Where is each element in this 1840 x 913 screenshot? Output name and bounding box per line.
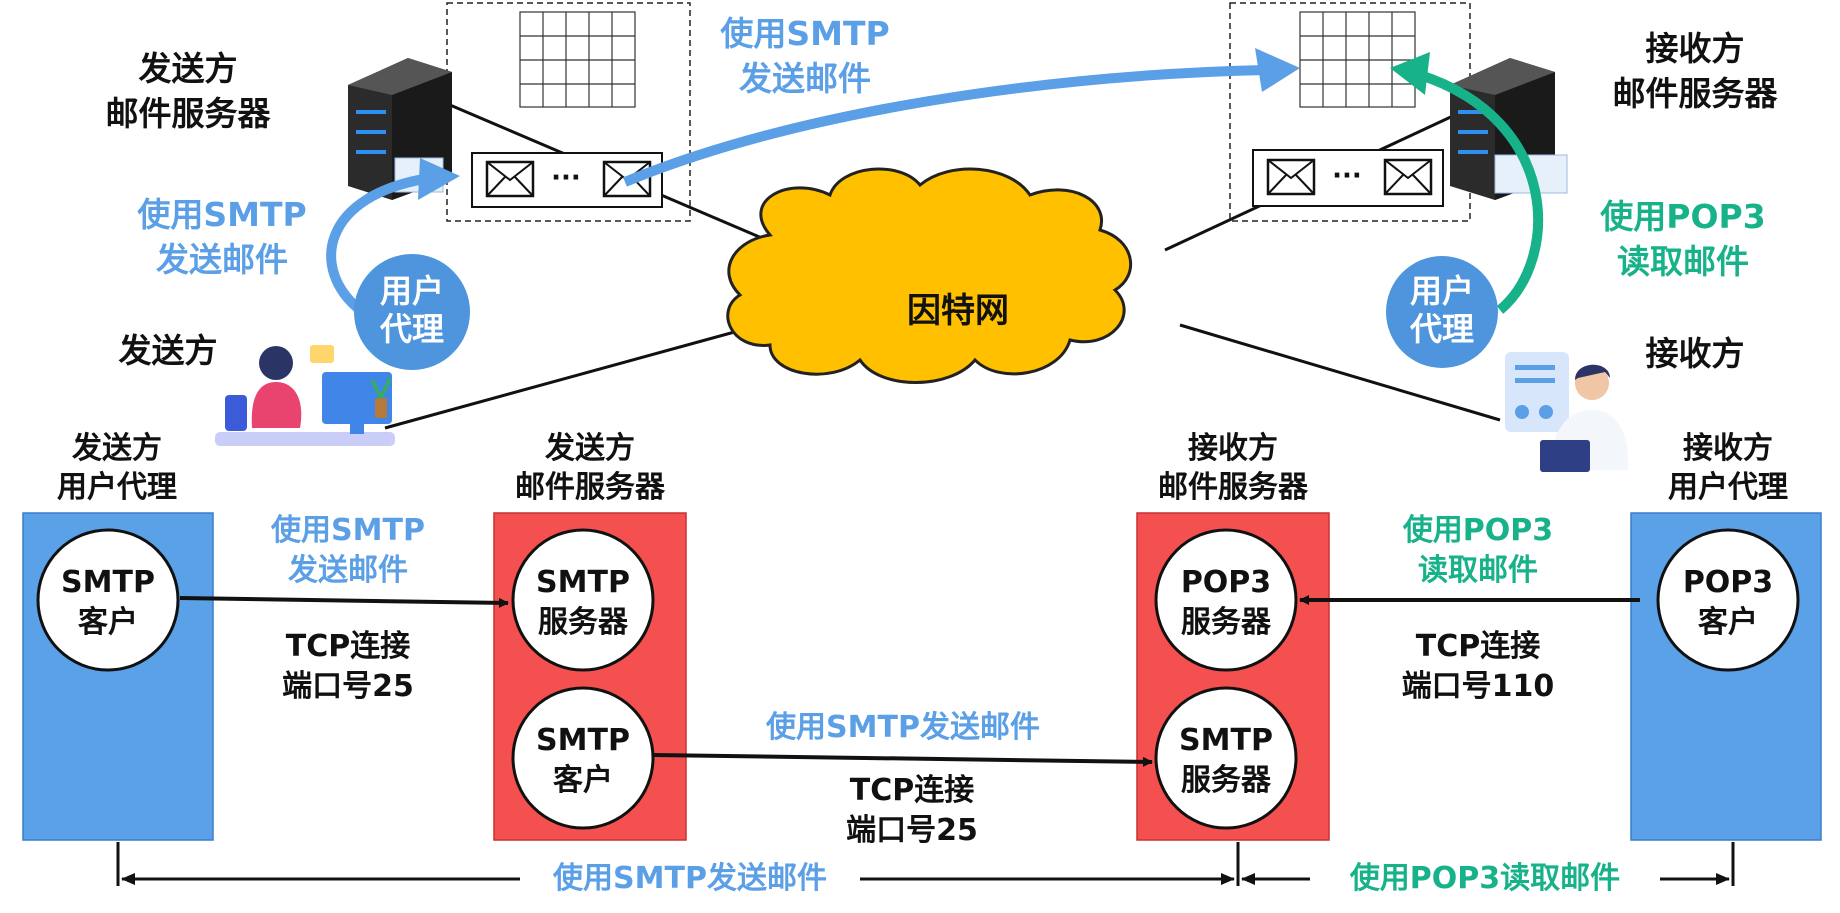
- arc-pop3-read: [1418, 70, 1544, 314]
- arc-smtp-agent-to-server: [326, 173, 431, 314]
- receiver-server-box: [1229, 2, 1471, 222]
- link3-top-1: 使用POP3: [1402, 513, 1553, 548]
- smtp-server-2-line2: 服务器: [1181, 763, 1272, 798]
- bottom-receiver-server-title-1: 接收方: [1188, 431, 1278, 466]
- user-agent-sender-line1: 用户: [380, 272, 444, 310]
- link1-bottom-1: TCP连接: [286, 629, 410, 664]
- link2-bottom-2: 端口号25: [846, 813, 978, 848]
- envelope-icon: [485, 160, 535, 198]
- envelope-icon: [1266, 158, 1316, 196]
- sender-storage-grid: [519, 11, 636, 108]
- bottom-sender-server-title-1: 发送方: [544, 431, 635, 466]
- bottom-receiver-ua-title-1: 接收方: [1683, 431, 1773, 466]
- mailbox-ellipsis: ···: [1332, 161, 1362, 191]
- link3-top-2: 读取邮件: [1418, 553, 1538, 588]
- smtp-server-1-line1: SMTP: [536, 565, 630, 600]
- right-pop3-read-1: 使用POP3: [1600, 197, 1765, 236]
- link1-top-2: 发送邮件: [287, 553, 408, 588]
- pop3-server-node: POP3 服务器: [1154, 528, 1298, 672]
- pop3-client-node: POP3 客户: [1656, 528, 1800, 672]
- smtp-server-1-line2: 服务器: [538, 605, 629, 640]
- top-smtp-send-2: 发送邮件: [739, 59, 871, 98]
- smtp-client-1-line2: 客户: [78, 605, 138, 640]
- link3-bottom-1: TCP连接: [1416, 629, 1540, 664]
- smtp-client-1-line1: SMTP: [61, 565, 155, 600]
- user-agent-receiver-line1: 用户: [1410, 272, 1474, 310]
- pop3-server-line1: POP3: [1181, 565, 1271, 600]
- bottom-sender-ua-title-1: 发送方: [71, 431, 162, 466]
- user-agent-receiver-line2: 代理: [1409, 310, 1474, 348]
- queue-ellipsis: ···: [551, 163, 581, 193]
- sender-person-illustration: [215, 345, 395, 446]
- user-agent-receiver-circle: [1386, 256, 1498, 368]
- line-sender-to-internet: [384, 323, 761, 430]
- link1-top-1: 使用SMTP: [270, 513, 425, 548]
- smtp-server-2-line1: SMTP: [1179, 723, 1273, 758]
- top-receiver-server-label-2: 邮件服务器: [1613, 74, 1779, 113]
- internet-cloud: [726, 167, 1132, 384]
- top-sender-label: 发送方: [119, 331, 218, 370]
- receiver-person-illustration: [1505, 352, 1629, 472]
- smtp-client-1-node: SMTP 客户: [36, 528, 180, 672]
- arrowhead-icon: [1390, 52, 1430, 95]
- span-left-label: 使用SMTP发送邮件: [552, 861, 827, 896]
- smtp-client-2-node: SMTP 客户: [511, 686, 655, 830]
- envelope-icon: [1383, 158, 1433, 196]
- pop3-client-line1: POP3: [1683, 565, 1773, 600]
- bottom-receiver-ua-title-2: 用户代理: [1668, 470, 1788, 505]
- arc-smtp-server-to-server: [623, 65, 1266, 187]
- bottom-sender-server-title-2: 邮件服务器: [515, 470, 666, 505]
- internet-label: 因特网: [907, 291, 1009, 331]
- line-receiver-to-internet: [1179, 323, 1501, 422]
- link1-bottom-2: 端口号25: [282, 669, 414, 704]
- span-right-label: 使用POP3读取邮件: [1349, 861, 1620, 896]
- top-sender-server-label-2: 邮件服务器: [106, 94, 272, 133]
- bottom-receiver-server-title-2: 邮件服务器: [1158, 470, 1309, 505]
- arrow-smtp-server-to-server: [652, 753, 1153, 767]
- left-smtp-send-1: 使用SMTP: [137, 195, 306, 234]
- pop3-client-line2: 客户: [1698, 605, 1758, 640]
- receiver-storage-grid: [1299, 11, 1416, 108]
- right-pop3-read-2: 读取邮件: [1617, 242, 1749, 281]
- arrowhead-icon: [1255, 48, 1300, 92]
- link3-bottom-2: 端口号110: [1402, 669, 1555, 704]
- smtp-client-2-line2: 客户: [553, 763, 613, 798]
- link2-top: 使用SMTP发送邮件: [765, 710, 1040, 745]
- arrowhead-icon: [418, 158, 460, 200]
- top-receiver-server-label-1: 接收方: [1646, 29, 1745, 68]
- smtp-server-2-node: SMTP 服务器: [1154, 686, 1298, 830]
- receiver-mailbox: ···: [1252, 149, 1444, 207]
- pop3-server-line2: 服务器: [1181, 605, 1272, 640]
- top-receiver-label: 接收方: [1646, 334, 1745, 373]
- top-sender-server-label-1: 发送方: [139, 49, 238, 88]
- bottom-sender-ua-title-2: 用户代理: [57, 470, 177, 505]
- user-agent-sender-circle: [354, 254, 470, 370]
- smtp-client-2-line1: SMTP: [536, 723, 630, 758]
- top-smtp-send-1: 使用SMTP: [720, 14, 889, 53]
- smtp-server-1-node: SMTP 服务器: [511, 528, 655, 672]
- link2-bottom-1: TCP连接: [850, 773, 974, 808]
- user-agent-sender-line2: 代理: [379, 310, 444, 348]
- left-smtp-send-2: 发送邮件: [156, 240, 288, 279]
- arrow-smtp-client-to-server: [179, 596, 509, 608]
